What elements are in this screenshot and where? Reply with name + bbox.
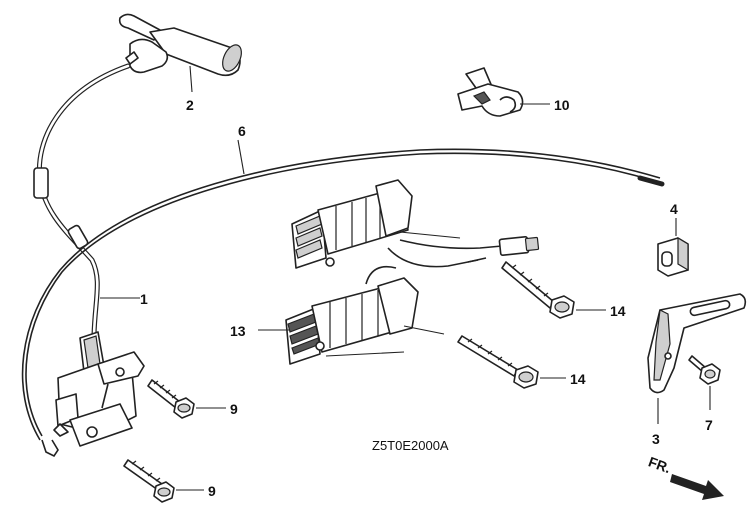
bracket xyxy=(647,293,747,424)
diagram-code: Z5T0E2000A xyxy=(372,438,449,453)
callout-bolt-charge-lower: 14 xyxy=(570,371,586,387)
callout-bolt-upper: 9 xyxy=(230,401,238,417)
callout-ignition-coil: 1 xyxy=(140,291,148,307)
callout-stop-wire: 6 xyxy=(238,123,246,139)
charge-coil xyxy=(258,265,445,365)
callout-spark-plug-cap: 2 xyxy=(186,97,194,113)
bolt-charge-lower xyxy=(457,335,566,389)
charge-coil-upper xyxy=(291,179,540,269)
stop-wire xyxy=(21,139,665,458)
screw-small xyxy=(688,355,721,410)
high-tension-lead xyxy=(33,63,131,338)
callout-bolt-lower: 9 xyxy=(208,483,216,499)
front-indicator-label: FR. xyxy=(646,453,673,476)
bolt-charge-upper xyxy=(501,261,606,319)
wire-clip xyxy=(457,67,550,117)
callout-grommet: 4 xyxy=(670,201,678,217)
ignition-coil xyxy=(53,297,145,447)
bolt-lower xyxy=(123,459,204,503)
bolt-upper xyxy=(147,379,226,419)
spark-plug-cap xyxy=(118,13,242,93)
callout-screw-small: 7 xyxy=(705,417,713,433)
callout-charge-coil: 13 xyxy=(230,323,246,339)
grommet xyxy=(657,218,689,277)
callout-bolt-charge-upper: 14 xyxy=(610,303,626,319)
callout-wire-clip: 10 xyxy=(554,97,570,113)
front-arrow-icon xyxy=(670,474,724,500)
callout-bracket: 3 xyxy=(652,431,660,447)
